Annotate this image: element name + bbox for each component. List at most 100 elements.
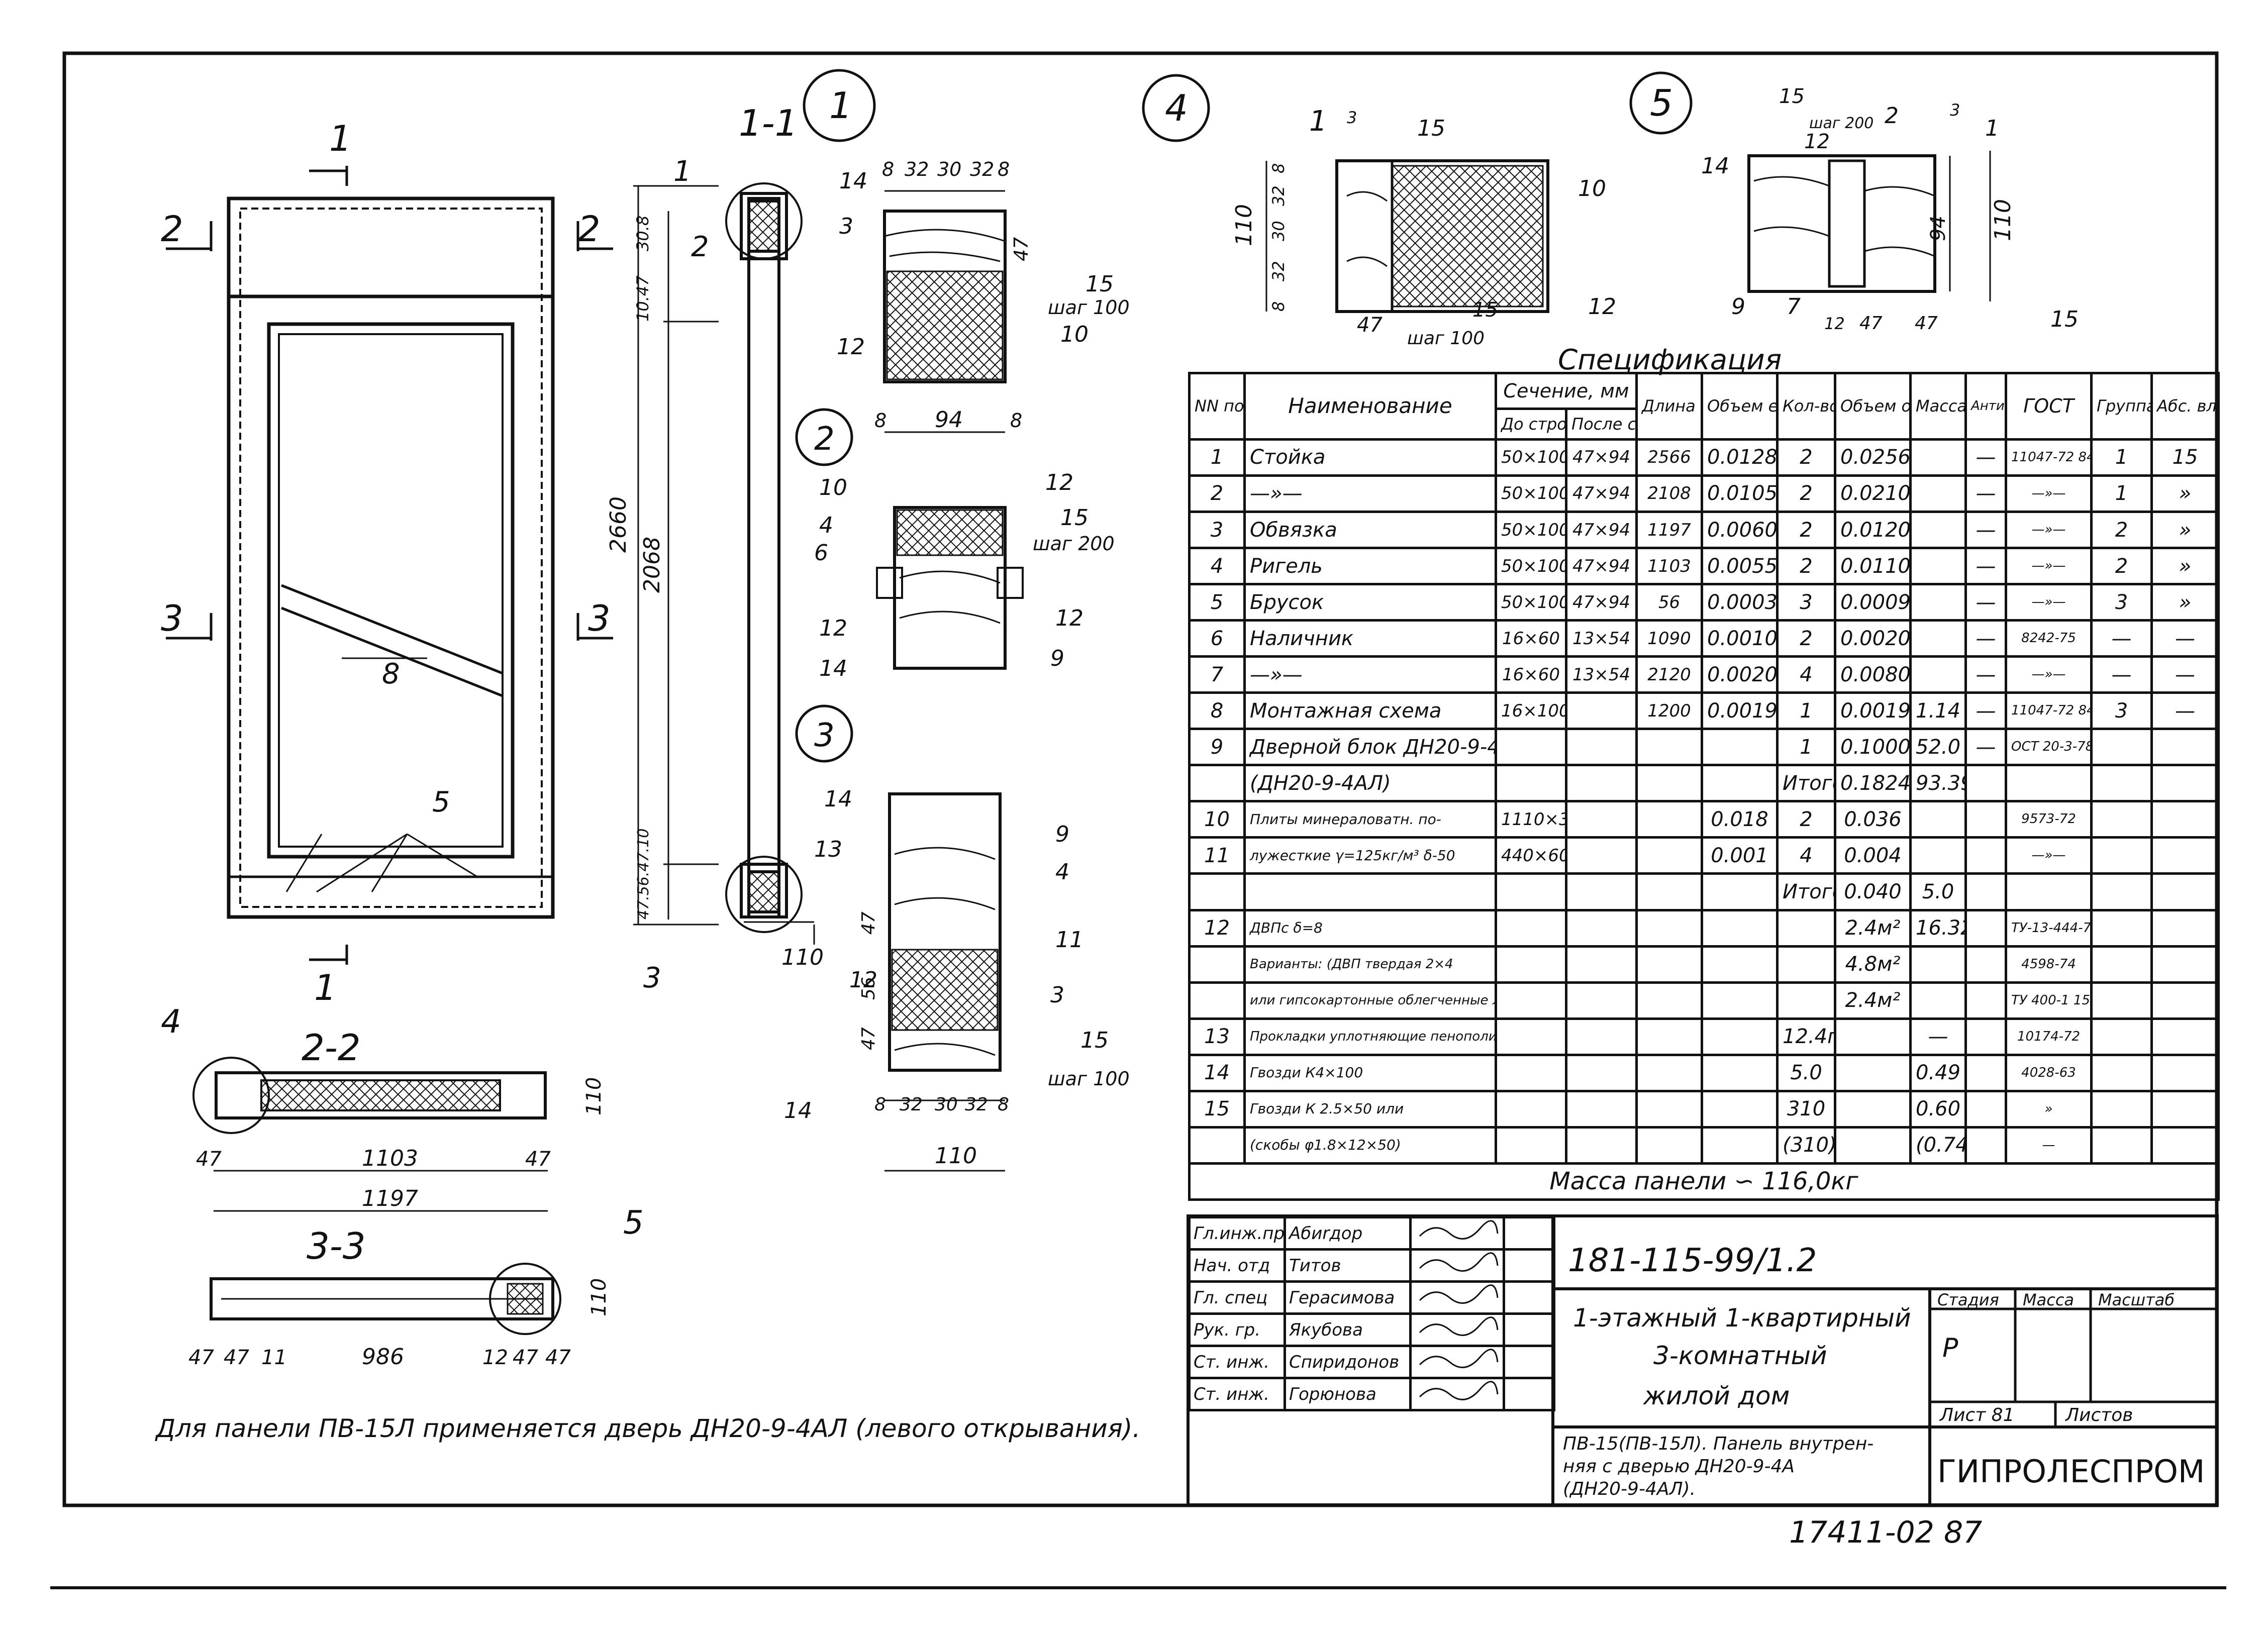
detail-5-dim-3: 3 — [1950, 100, 1960, 120]
spec-cell — [1188, 764, 1246, 803]
spec-cell: 4.8м² — [1834, 945, 1912, 984]
detail-3-label-15: 15 — [1080, 1028, 1109, 1053]
spec-cell — [2090, 1089, 2153, 1129]
staff-row: Ст. инж.Спиридонов — [1188, 1345, 1555, 1379]
section-2-2-dim-1103: 1103 — [362, 1146, 418, 1171]
section-1-1-title: 1-1 — [739, 102, 798, 144]
spec-cell — [1909, 836, 1967, 875]
detail-1-dim-bot-2: 8 — [1010, 410, 1022, 432]
date-cell — [1503, 1280, 1555, 1315]
section-2-2-dim-47-right: 47 — [525, 1148, 551, 1171]
detail-1-label-14: 14 — [839, 168, 867, 194]
spec-cell — [1635, 836, 1703, 875]
spec-cell — [1635, 1053, 1703, 1092]
spec-cell — [1909, 583, 1967, 622]
spec-cell — [2150, 764, 2220, 803]
spec-cell: 5.0 — [1776, 1053, 1836, 1092]
spec-cell: 0.0009 — [1834, 583, 1912, 622]
staff-name: Спиридонов — [1284, 1345, 1412, 1379]
detail-1-number: 1 — [829, 84, 852, 127]
spec-cell: » — [2150, 583, 2220, 622]
spec-cell — [1964, 945, 2007, 984]
spec-cell: 0.0080 — [1834, 655, 1912, 694]
spec-cell — [2150, 908, 2220, 948]
date-cell — [1503, 1216, 1555, 1251]
date-cell — [1503, 1312, 1555, 1347]
spec-cell: 1 — [2090, 474, 2153, 514]
col-gost: ГОСТ — [2005, 372, 2093, 441]
spec-cell — [1909, 438, 1967, 477]
detail-3-label-13: 13 — [814, 837, 842, 862]
spec-cell: » — [2150, 547, 2220, 586]
spec-cell: 1200 — [1635, 691, 1703, 731]
spec-cell — [1495, 1053, 1567, 1092]
detail-3-label-14-top: 14 — [824, 786, 852, 812]
detail-4-label-15-top: 15 — [1417, 116, 1445, 141]
spec-cell: —»— — [2005, 547, 2093, 586]
spec-cell: ТУ 400-1 158-78 — [2005, 981, 2093, 1020]
spec-cell: 0.001 — [1701, 836, 1779, 875]
spec-cell — [1964, 1017, 2007, 1056]
spec-cell — [1635, 872, 1703, 911]
spec-cell — [1909, 547, 1967, 586]
spec-cell — [1909, 945, 1967, 984]
detail-1-dim-top-4: 8 — [998, 158, 1010, 180]
spec-cell — [1565, 1089, 1638, 1129]
spec-cell: 4 — [1776, 655, 1836, 694]
detail-2-label-14: 14 — [819, 656, 847, 681]
spec-cell — [1565, 1017, 1638, 1056]
spec-cell: 50×100 — [1495, 510, 1567, 550]
spec-cell: 9 — [1188, 728, 1246, 767]
spec-cell: —»— — [1243, 474, 1497, 514]
spec-cell: 4 — [1188, 547, 1246, 586]
signature-cell — [1409, 1248, 1505, 1283]
spec-cell: Варианты: (ДВП твердая 2×4 — [1243, 945, 1497, 984]
spec-cell — [1776, 908, 1836, 948]
spec-cell: 14 — [1188, 1053, 1246, 1092]
spec-cell: 0.0128 — [1701, 438, 1779, 477]
spec-cell: 5 — [1188, 583, 1246, 622]
spec-cell: 1 — [1776, 691, 1836, 731]
detail-5-dim-94: 94 — [1927, 216, 1950, 241]
spec-cell: или гипсокартонные облегченные листы) — [1243, 981, 1497, 1020]
detail-5-label-12: 12 — [1804, 130, 1830, 153]
detail-5-label-15-top: 15 — [1779, 85, 1805, 108]
detail-4-label-1: 1 — [1309, 105, 1327, 138]
spec-cell: 16×60 — [1495, 655, 1567, 694]
spec-cell: 2 — [1188, 474, 1246, 514]
section-2-2-dim-47-left: 47 — [196, 1148, 222, 1171]
signature-cell — [1409, 1280, 1505, 1315]
spec-cell — [1635, 908, 1703, 948]
detail-3-label-11: 11 — [1055, 927, 1083, 953]
detail-1-dim-bot-0: 8 — [874, 410, 886, 432]
spec-cell — [2150, 1126, 2220, 1165]
spec-cell — [1243, 872, 1497, 911]
spec-cell: — — [2090, 619, 2153, 658]
spec-cell: 1197 — [1635, 510, 1703, 550]
spec-cell — [1635, 764, 1703, 803]
elev-cut3-right: 3 — [588, 598, 611, 639]
spec-cell — [1565, 764, 1638, 803]
spec-cell — [1964, 764, 2007, 803]
detail-5-label-9: 9 — [1731, 294, 1745, 320]
spec-cell — [1565, 691, 1638, 731]
spec-cell — [1701, 872, 1779, 911]
section-3-3 — [210, 1263, 561, 1335]
spec-cell: —»— — [2005, 836, 2093, 875]
spec-cell: 50×100 — [1495, 438, 1567, 477]
spec-cell — [1495, 872, 1567, 911]
detail-3-label-3: 3 — [1050, 982, 1064, 1008]
spec-cell: 1.14 — [1909, 691, 1967, 731]
spec-cell — [2005, 764, 2093, 803]
spec-cell: 2.4м² — [1834, 908, 1912, 948]
col-section: Сечение, мм — [1495, 371, 1638, 411]
elev-part8: 8 — [382, 658, 400, 690]
staff-role: Нач. отд — [1188, 1248, 1286, 1283]
spec-cell — [1635, 1089, 1703, 1129]
